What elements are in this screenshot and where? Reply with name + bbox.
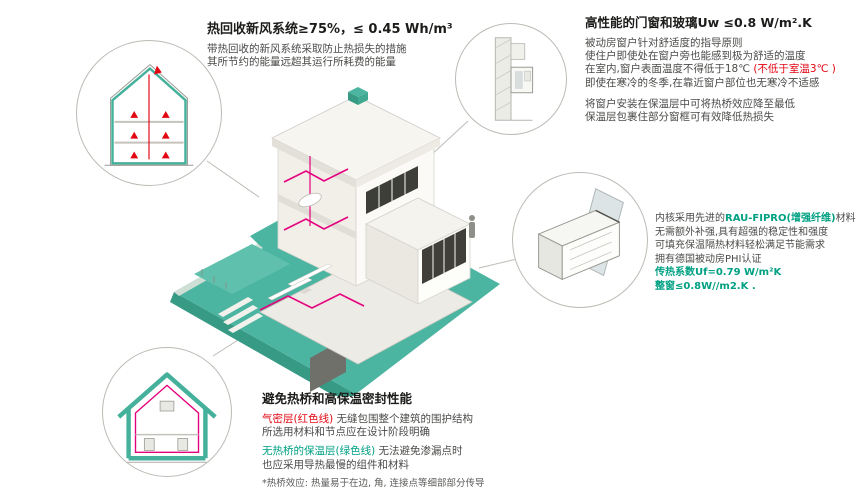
insulation-layer-line xyxy=(117,372,217,419)
material-line-2: 无需额外补强,具有超强的稳定性和强度 xyxy=(655,226,829,238)
main-house-illustration xyxy=(170,87,500,396)
windows-line-3: 在室内,窗户表面温度不得低于18℃ (不低于室温3℃ ) xyxy=(585,63,836,76)
windows-line-5: 将窗户安装在保温层中可将热桥效应降至最低 xyxy=(585,97,795,110)
material-text-block: 内核采用先进的RAU-FIPRO(增强纤维)材料 无需额外补强,具有超强的稳定性… xyxy=(655,212,863,294)
person-figure xyxy=(469,215,475,238)
interior-cutaway xyxy=(259,156,365,311)
material-line-1: 内核采用先进的RAU-FIPRO(增强纤维)材料 xyxy=(655,213,856,224)
material-brand: RAU-FIPRO(增强纤维) xyxy=(725,213,836,224)
glass-block xyxy=(365,197,471,305)
thermal-title: 避免热桥和高保温密封性能 xyxy=(262,391,413,406)
material-uf-value: 传热系数Uf=0.79 W/m²K xyxy=(655,267,782,279)
hrv-title: 热回收新风系统≥75%，≤ 0.45 Wh/m³ xyxy=(207,22,453,37)
insulation-envelope-line xyxy=(111,66,187,165)
material-line-3: 可填充保温隔热材料轻松满足节能需求 xyxy=(655,240,825,252)
thermal-line-1: 气密层(红色线) 无缝包围整个建筑的围护结构 xyxy=(262,413,474,425)
thermal-line-3: 无热桥的保温层(绿色线) 无法避免渗漏点时 xyxy=(262,445,463,458)
airtight-layer-label: 气密层(红色线) xyxy=(262,413,334,425)
hrv-text-block: 热回收新风系统≥75%，≤ 0.45 Wh/m³ 带热回收的新风系统采取防止热损… xyxy=(207,18,497,69)
window-install-illustration xyxy=(494,37,534,121)
thermal-text-block: 避免热桥和高保温密封性能 气密层(红色线) 无缝包围整个建筑的围护结构 所选用材… xyxy=(262,388,572,490)
hatch-lines xyxy=(496,39,511,111)
windows-line-2: 使住户即使处在窗户旁也能感到极为舒适的温度 xyxy=(585,50,806,63)
chamber-lines xyxy=(569,231,612,270)
terrace-deck xyxy=(194,244,290,294)
material-line-4: 拥有德国被动房PHI认证 xyxy=(655,253,762,265)
windows-line-6: 保温层包裹住部分窗框可有效降低热损失 xyxy=(585,111,774,124)
bathtub xyxy=(298,192,322,208)
hrv-section-illustration xyxy=(104,64,194,166)
thermal-footnote: *热桥效应: 热量易于在边, 角, 连接点等细部部分传导 xyxy=(262,477,485,489)
ventilation-duct-line xyxy=(259,293,365,311)
callout-window-detail-circle xyxy=(455,23,567,135)
material-uw-value: 整窗≤0.8W//m2.K . xyxy=(655,280,756,292)
airflow-arrows xyxy=(130,65,170,159)
thermal-line-4: 也应采用导热最慢的组件和材料 xyxy=(262,458,409,471)
window-profile-illustration xyxy=(537,188,624,281)
callout-hrv-circle xyxy=(76,40,222,186)
callout-insulation-circle xyxy=(102,347,232,477)
roof-vent-unit xyxy=(348,87,368,105)
callout-profile-circle xyxy=(512,172,648,308)
insulation-section-illustration xyxy=(112,372,222,463)
windows-line-4: 即使在寒冷的冬季,在靠近窗户部位也无寒冷不适感 xyxy=(585,76,820,89)
windows-title: 高性能的门窗和玻璃Uw ≤0.8 W/m².K xyxy=(585,15,812,30)
hrv-body-line-2: 其所节约的能量远超其运行所耗费的能量 xyxy=(207,56,396,69)
window-temp-warning: (不低于室温3℃ ) xyxy=(753,63,836,76)
airtight-layer-line xyxy=(134,384,200,454)
insulation-layer-label: 无热桥的保温层(绿色线) xyxy=(262,445,376,458)
windows-text-block: 高性能的门窗和玻璃Uw ≤0.8 W/m².K 被动房窗户针对舒适度的指导原则 … xyxy=(585,12,861,124)
thermal-line-2: 所选用材料和节点应在设计阶段明确 xyxy=(262,426,430,439)
hrv-body-line-1: 带热回收的新风系统采取防止热损失的措施 xyxy=(207,43,407,55)
windows-line-1: 被动房窗户针对舒适度的指导原则 xyxy=(585,37,743,49)
